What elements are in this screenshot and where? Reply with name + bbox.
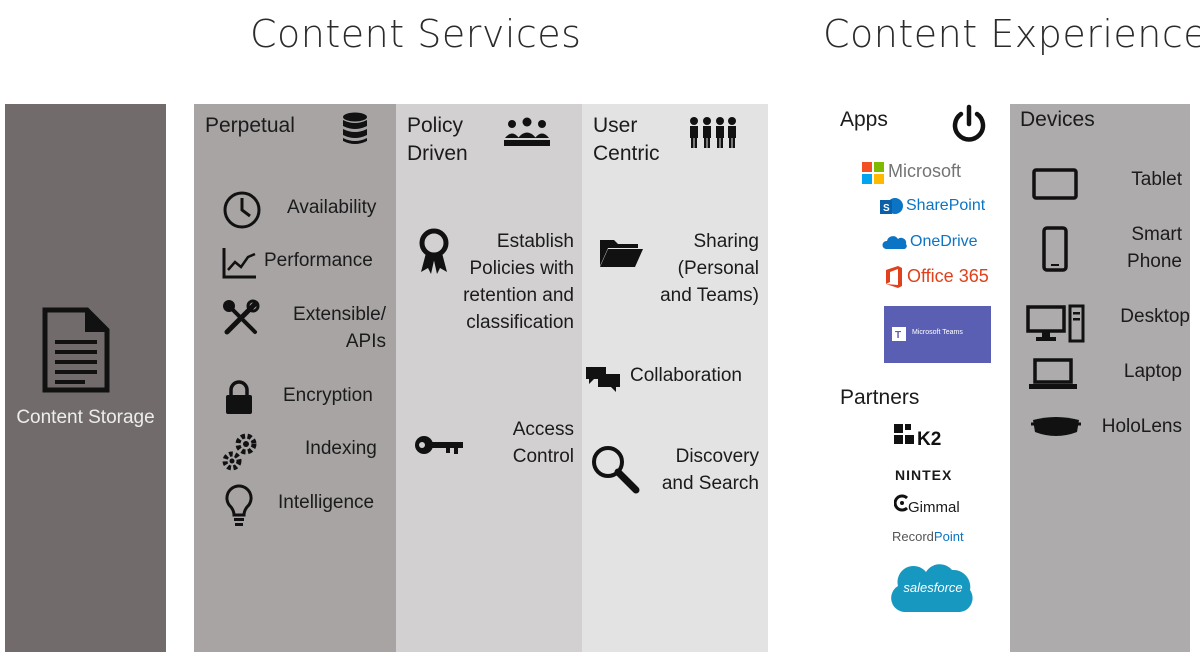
- policy-driven-panel: Policy Driven Establish Policies with re…: [396, 104, 582, 652]
- hololens-icon: [1031, 417, 1081, 436]
- clock-icon: [223, 191, 261, 229]
- folder-icon: [600, 240, 643, 267]
- tablet-label: Tablet: [1131, 169, 1182, 190]
- gears-icon: [222, 433, 257, 471]
- nintex-label: NINTEX: [895, 467, 953, 483]
- desktop-icon: [1026, 304, 1085, 343]
- group-icon: [504, 117, 550, 146]
- gimmal-logo-icon: [894, 494, 909, 512]
- onedrive-logo-icon: [882, 236, 907, 249]
- laptop-icon: [1029, 358, 1077, 389]
- people-icon: [690, 117, 736, 148]
- sharing-line2: (Personal: [677, 258, 759, 279]
- hololens-label: HoloLens: [1101, 416, 1182, 437]
- onedrive-label: OneDrive: [910, 233, 978, 250]
- partners-title: Partners: [840, 386, 920, 409]
- tools-icon: [223, 299, 260, 335]
- devices-panel: Devices Tablet Smart Phone Desktop Lapto…: [1010, 104, 1190, 652]
- perpetual-title: Perpetual: [205, 114, 295, 137]
- sharing-line1: Sharing: [693, 231, 760, 252]
- laptop-label: Laptop: [1123, 361, 1182, 382]
- sharing-line3: and Teams): [660, 285, 759, 306]
- office365-label: Office 365: [907, 266, 989, 286]
- salesforce-cloud-icon: [891, 564, 973, 613]
- teams-logo-icon: T: [892, 327, 906, 341]
- content-experiences-heading: Content Experiences: [823, 12, 1200, 56]
- microsoft-logo-icon: [862, 162, 884, 184]
- policy-title-line1: Policy: [407, 114, 464, 137]
- apps-title: Apps: [840, 108, 888, 131]
- sharepoint-label: SharePoint: [906, 197, 986, 214]
- policy-title-line2: Driven: [407, 142, 468, 165]
- power-icon: [952, 104, 986, 142]
- award-ribbon-icon: [419, 228, 449, 274]
- chart-line-icon: [222, 248, 256, 279]
- discovery-line2: and Search: [661, 473, 759, 494]
- access-control-line1: Access: [512, 419, 574, 440]
- smart-phone-line1: Smart: [1131, 224, 1182, 245]
- chat-bubbles-icon: [586, 367, 620, 392]
- establish-policies-line1: Establish: [496, 231, 574, 252]
- salesforce-label: salesforce: [903, 580, 963, 595]
- devices-title: Devices: [1020, 108, 1095, 131]
- intelligence-label: Intelligence: [278, 492, 375, 513]
- recordpoint-point-text: Point: [933, 529, 964, 544]
- magnifier-icon: [592, 446, 640, 494]
- teams-label: Microsoft Teams: [912, 329, 963, 336]
- user-title-line1: User: [593, 114, 638, 137]
- extensible-label: Extensible/: [293, 304, 386, 325]
- access-control-line2: Control: [512, 446, 574, 467]
- collaboration-label: Collaboration: [630, 365, 742, 386]
- gimmal-label: Gimmal: [908, 499, 960, 516]
- svg-text:T: T: [895, 330, 901, 341]
- k2-label: K2: [917, 429, 942, 450]
- k2-logo-icon: [894, 424, 914, 444]
- establish-policies-line2: Policies with: [469, 258, 574, 279]
- establish-policies-line3: retention and: [463, 285, 574, 306]
- apis-label: APIs: [345, 331, 386, 352]
- content-storage-label: Content Storage: [16, 407, 155, 428]
- content-services-heading: Content Services: [250, 12, 582, 56]
- establish-policies-line4: classification: [466, 312, 574, 333]
- lightbulb-icon: [225, 484, 253, 526]
- database-icon: [343, 112, 367, 144]
- recordpoint-record-text: Record: [892, 529, 934, 544]
- user-title-line2: Centric: [593, 142, 660, 165]
- key-icon: [415, 436, 463, 454]
- phone-icon: [1042, 226, 1068, 272]
- microsoft-label: Microsoft: [888, 161, 962, 181]
- teams-logo-box: T Microsoft Teams: [884, 306, 991, 363]
- lock-icon: [226, 380, 252, 414]
- svg-text:S: S: [883, 203, 890, 214]
- performance-label: Performance: [264, 250, 373, 271]
- perpetual-panel: Perpetual Availability Performance Exten…: [194, 104, 396, 652]
- tablet-icon: [1032, 168, 1078, 200]
- encryption-label: Encryption: [283, 385, 373, 406]
- smart-phone-line2: Phone: [1127, 251, 1182, 272]
- content-storage-panel: Content Storage: [5, 104, 166, 652]
- sharepoint-logo-icon: S: [880, 198, 903, 214]
- recordpoint-label: RecordPoint: [892, 529, 964, 544]
- office365-logo-icon: [886, 266, 902, 288]
- document-icon: [42, 307, 110, 393]
- discovery-line1: Discovery: [675, 446, 759, 467]
- indexing-label: Indexing: [305, 438, 377, 459]
- user-centric-panel: User Centric Sharing (Personal and Teams…: [582, 104, 768, 652]
- desktop-label: Desktop: [1120, 306, 1190, 327]
- availability-label: Availability: [287, 197, 377, 218]
